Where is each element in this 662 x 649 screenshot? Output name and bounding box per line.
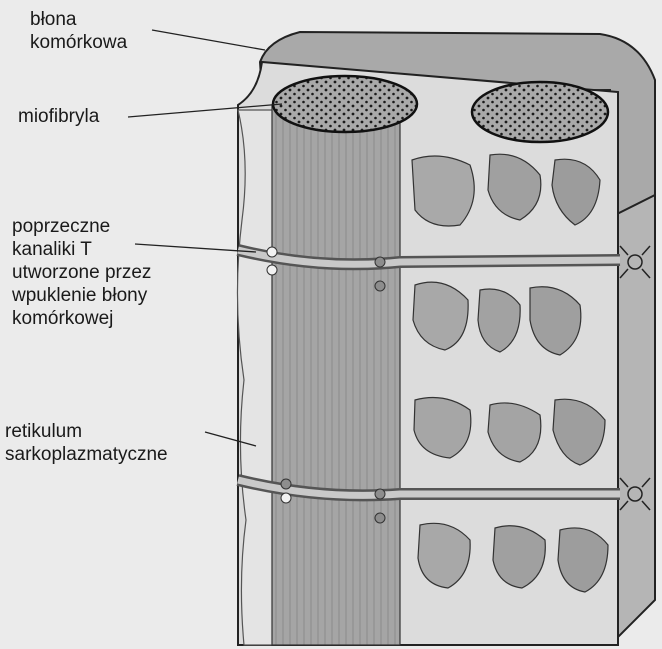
cell-membrane-side	[615, 195, 655, 640]
myofibril-cross-section	[472, 82, 608, 142]
label-t-tubules: poprzeczne kanaliki T utworzone przez wp…	[12, 215, 151, 330]
label-sarcoplasmic-reticulum: retikulum sarkoplazmatyczne	[5, 420, 168, 466]
label-myofibril: miofibryla	[18, 105, 99, 128]
myofibril-column	[272, 105, 400, 645]
myofibril-cross-section	[273, 76, 417, 132]
label-cell-membrane: błona komórkowa	[30, 8, 127, 54]
